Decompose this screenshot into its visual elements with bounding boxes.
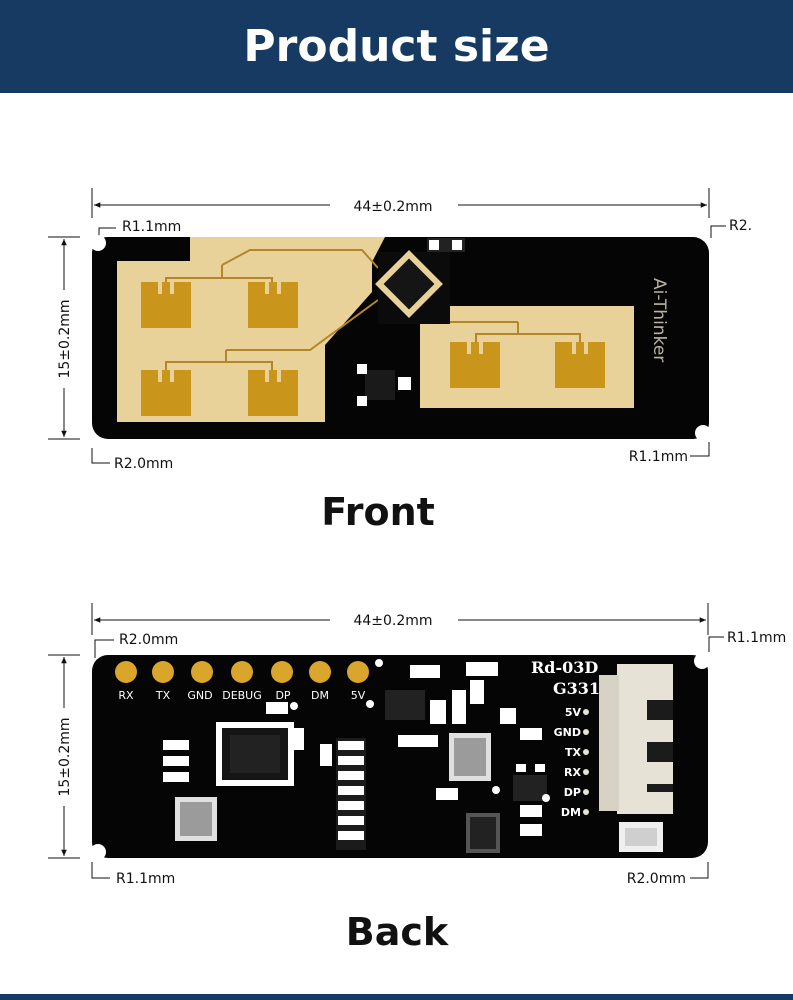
back-pin-label: RX <box>118 689 134 702</box>
back-pad <box>115 661 137 683</box>
back-pad <box>309 661 331 683</box>
back-pad <box>231 661 253 683</box>
front-patch <box>248 370 298 416</box>
back-width-label: 44±0.2mm <box>353 613 432 629</box>
back-crystal-left <box>175 797 217 841</box>
back-pin-label: GND <box>187 689 212 702</box>
back-height-label: 15±0.2mm <box>57 717 73 796</box>
front-radius-bl-leader <box>91 448 110 464</box>
front-view: 44±0.2mm 15±0.2mm R1.1mm R2. R2.0mm R1.1… <box>48 188 752 534</box>
back-passives-column <box>336 738 366 850</box>
back-radius-tl-leader <box>94 639 114 658</box>
front-patch <box>248 282 298 328</box>
back-radius-bl-leader <box>91 862 110 879</box>
back-pcb <box>92 655 708 858</box>
back-ic-bottom <box>466 813 500 853</box>
front-radius-tr-leader <box>710 225 726 238</box>
front-patch <box>450 342 500 388</box>
front-antenna-patches <box>141 282 605 416</box>
back-pin-label: 5V <box>351 689 366 702</box>
back-connector-pin-labels: 5V GND TX RX DP DM <box>554 706 582 819</box>
back-connector-pins <box>583 709 589 815</box>
back-view: 44±0.2mm 15±0.2mm R2.0mm R1.1mm R1.1mm R… <box>48 603 786 954</box>
back-top-pads <box>115 661 369 683</box>
back-pad <box>191 661 213 683</box>
back-transistor <box>513 764 547 801</box>
page-title: Product size <box>243 21 550 72</box>
back-radius-tl-label: R2.0mm <box>119 632 178 648</box>
back-radius-bl-label: R1.1mm <box>116 871 175 887</box>
back-pin-label: DP <box>275 689 290 702</box>
back-connector <box>599 664 673 852</box>
front-height-label: 15±0.2mm <box>57 299 73 378</box>
connector-pin-label: RX <box>564 766 581 779</box>
connector-pin-label: DP <box>564 786 581 799</box>
front-patch <box>141 282 191 328</box>
front-corner-notch-tl <box>90 235 106 251</box>
back-mcu-chip <box>216 722 294 786</box>
front-brand-silkscreen: Ai-Thinker <box>649 278 669 362</box>
back-radius-tr-label: R1.1mm <box>727 630 786 646</box>
back-passives-misc <box>266 662 542 836</box>
connector-pin-label: TX <box>565 746 582 759</box>
back-model-version: G331 <box>553 679 600 698</box>
back-passives-left <box>163 740 189 782</box>
back-label: Back <box>346 910 449 954</box>
back-corner-notch-tr <box>694 653 710 669</box>
back-pin-label: DEBUG <box>222 689 262 702</box>
connector-pin-label: DM <box>561 806 581 819</box>
footer-bar <box>0 994 793 1000</box>
back-radius-br-leader <box>690 862 709 879</box>
front-radius-br-label: R1.1mm <box>629 449 688 465</box>
front-radius-br-leader <box>690 442 710 457</box>
back-pad <box>152 661 174 683</box>
connector-pin-label: GND <box>554 726 581 739</box>
front-radar-chip <box>375 250 450 324</box>
back-radius-br-label: R2.0mm <box>627 871 686 887</box>
back-top-pin-labels: RX TX GND DEBUG DP DM 5V <box>118 689 365 702</box>
back-pin-label: DM <box>311 689 329 702</box>
back-pin-label: TX <box>155 689 171 702</box>
front-corner-notch-br <box>695 425 711 441</box>
front-radius-tr-label: R2. <box>729 218 752 234</box>
front-patch <box>555 342 605 388</box>
back-crystal-center <box>449 733 491 781</box>
back-pad <box>271 661 293 683</box>
front-radius-tl-label: R1.1mm <box>122 219 181 235</box>
front-smd-cap <box>427 238 465 252</box>
back-ic-top <box>385 690 425 720</box>
front-patch <box>141 370 191 416</box>
front-patch-slots <box>158 282 588 382</box>
back-radius-tr-leader <box>708 636 724 652</box>
header-banner: Product size <box>0 0 793 93</box>
front-width-label: 44±0.2mm <box>353 199 432 215</box>
front-radius-bl-label: R2.0mm <box>114 456 173 472</box>
front-label: Front <box>321 490 435 534</box>
back-vias <box>290 659 550 802</box>
back-pad <box>347 661 369 683</box>
back-model-name: Rd-03D <box>531 658 598 677</box>
connector-pin-label: 5V <box>565 706 582 719</box>
back-corner-notch-bl <box>90 844 106 860</box>
front-transistor <box>357 364 411 406</box>
